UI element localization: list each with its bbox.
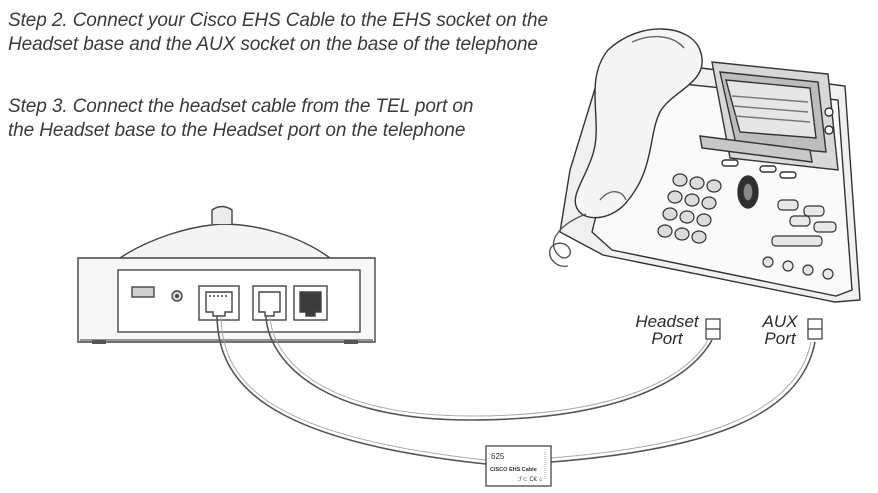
telephone-keypad [657, 173, 722, 244]
step-2-line-1: Step 2. Connect your Cisco EHS Cable to … [8, 10, 548, 31]
step-3-line-1: Step 3. Connect the headset cable from t… [8, 96, 474, 117]
cable-tag-model: 625 [491, 452, 505, 461]
ehs-socket [198, 285, 240, 321]
telephone-illustration [549, 28, 861, 303]
headset-port-label-line-2: Port [651, 329, 683, 348]
headset-port-label-line-1: Headset [635, 312, 699, 331]
aux-port-label-line-1: AUX [762, 312, 798, 331]
telephone-function-keys [762, 199, 837, 280]
aux-port-connector [807, 318, 823, 340]
step-3-line-2: the Headset base to the Headset port on … [8, 120, 466, 141]
step-2-instruction: Step 2. Connect your Cisco EHS Cable to … [8, 9, 548, 57]
cable-tag-marks: ℱ⊂ C€ ⌂ [518, 476, 543, 483]
cable-tag: 625 CISCO EHS Cable ℱ⊂ C€ ⌂ [485, 445, 552, 487]
power-socket [293, 285, 328, 321]
cable-tag-name: CISCO EHS Cable [490, 467, 537, 473]
headset-port-connector [705, 318, 721, 340]
cables [216, 315, 816, 465]
step-3-instruction: Step 3. Connect the headset cable from t… [8, 95, 473, 143]
headset-port-label: Headset Port [633, 313, 701, 347]
aux-port-label-line-2: Port [764, 329, 796, 348]
step-2-line-2: Headset base and the AUX socket on the b… [8, 34, 538, 55]
aux-port-label: AUX Port [756, 313, 804, 347]
tel-socket [252, 285, 287, 321]
headset-base-illustration [77, 205, 376, 344]
